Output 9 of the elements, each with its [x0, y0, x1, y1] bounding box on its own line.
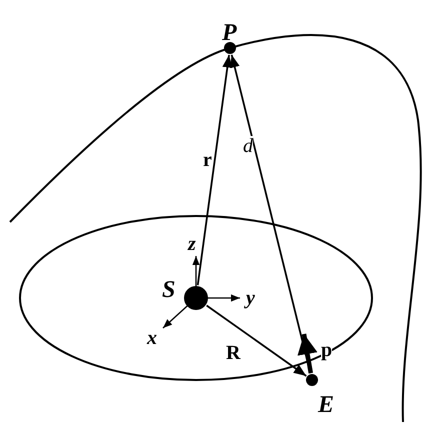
point-label: P [222, 21, 237, 45]
point-label: E [318, 393, 334, 417]
axis-label: z [188, 234, 196, 254]
point-label: S [162, 278, 176, 302]
axis-label: x [147, 328, 157, 348]
vector-arrow [298, 334, 318, 374]
vector-arrow [196, 54, 232, 286]
axis-label: y [246, 288, 255, 308]
vector-arrow [206, 304, 307, 377]
